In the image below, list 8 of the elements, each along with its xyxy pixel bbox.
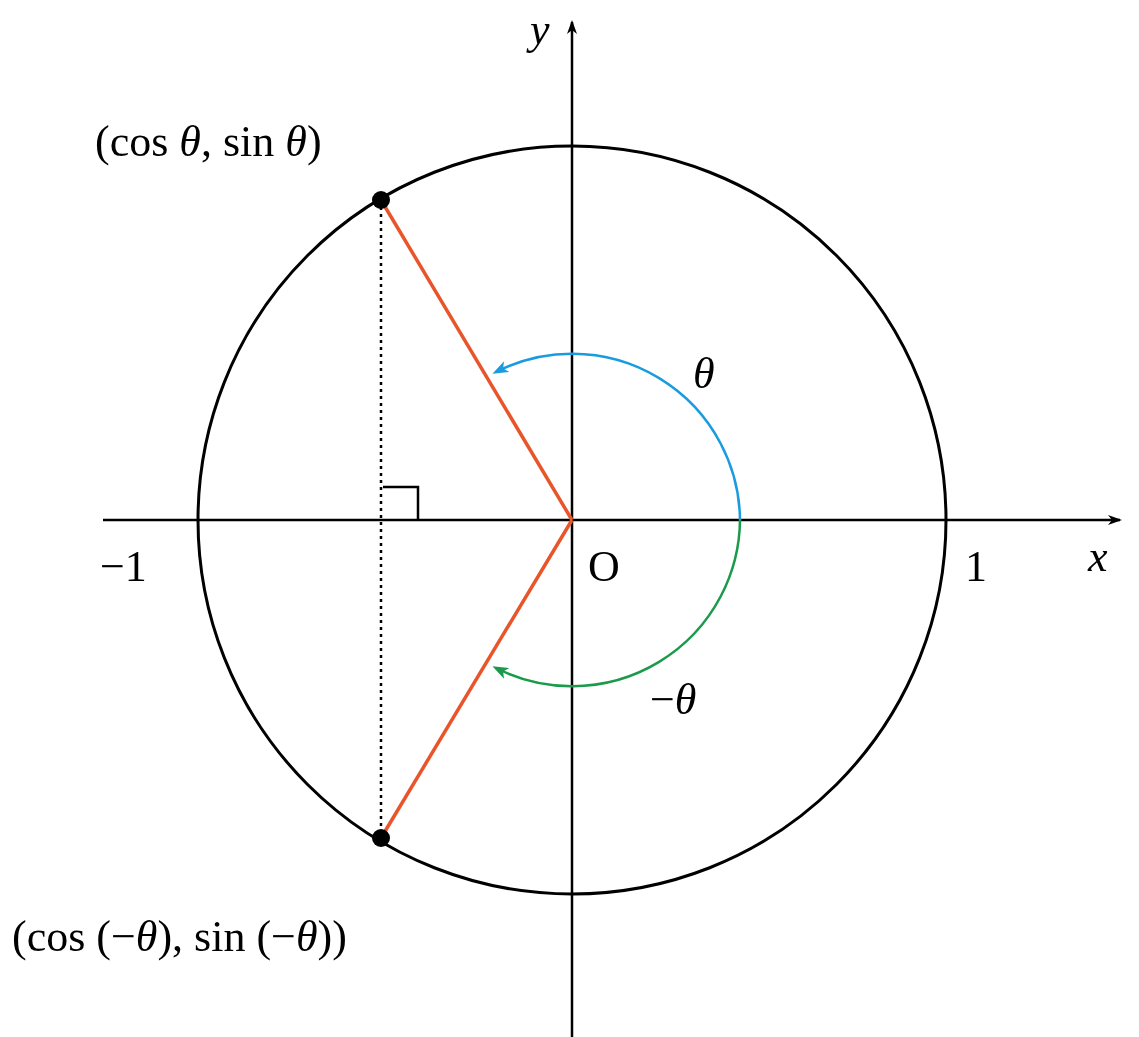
tick-label: 1 (965, 545, 987, 589)
angle-label: θ (693, 352, 715, 396)
angle-label: −θ (650, 678, 697, 722)
axis-label: x (1088, 535, 1108, 579)
point-label: (cos (−θ), sin (−θ)) (12, 915, 347, 959)
origin-label: O (588, 545, 620, 589)
point-label: (cos θ, sin θ) (95, 120, 322, 164)
tick-label: −1 (100, 545, 147, 589)
